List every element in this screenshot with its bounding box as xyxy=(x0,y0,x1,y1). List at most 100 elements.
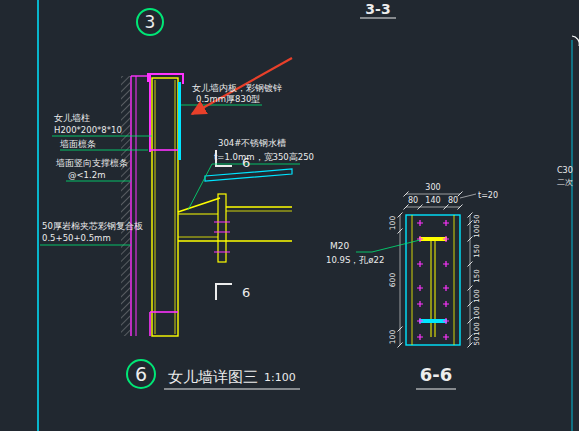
parapet-cap xyxy=(148,74,183,84)
parapet-column xyxy=(175,80,176,334)
bolt-mark xyxy=(417,318,423,324)
note-text: 304#不锈钢水槽 xyxy=(218,139,286,148)
leader-line xyxy=(40,245,131,246)
dimension-text: 150 xyxy=(474,269,481,282)
dimension-tick xyxy=(444,205,449,210)
note-text: 50厚岩棉夹芯彩钢复合板 xyxy=(42,222,143,231)
wall-hatch xyxy=(121,76,130,336)
leader-line xyxy=(66,181,131,182)
dimension-line xyxy=(470,215,471,345)
dimension-text: 100 xyxy=(389,216,397,230)
beam-flange xyxy=(419,319,447,323)
leader-line xyxy=(52,136,152,137)
dimension-text: 50 xyxy=(474,337,481,346)
dimension-tick xyxy=(458,205,463,210)
gutter xyxy=(178,214,218,215)
dimension-text: 600 xyxy=(389,273,397,287)
gutter xyxy=(178,198,220,212)
section-title: 3-3 xyxy=(365,2,390,16)
dimension-text: 300 xyxy=(425,184,440,192)
note-text: @<1.2m xyxy=(68,171,105,180)
section-number: 6 xyxy=(242,286,250,299)
frame-line xyxy=(572,40,573,431)
dimension-line xyxy=(406,194,460,195)
bolt xyxy=(214,232,230,233)
note-text: 墙面檩条 xyxy=(60,140,96,149)
dimension-line xyxy=(406,207,460,208)
bolt-mark xyxy=(443,318,449,324)
section-mark xyxy=(216,284,232,300)
plate-flange xyxy=(412,215,413,345)
dimension-text: 80 xyxy=(408,197,418,205)
bolt-mark xyxy=(417,236,423,242)
bolt-mark xyxy=(417,301,423,307)
title-underline xyxy=(360,18,396,19)
circle-outline xyxy=(137,9,163,35)
roof-beam xyxy=(178,237,218,238)
dimension-text: 50 xyxy=(474,215,481,224)
bolt-mark xyxy=(443,285,449,291)
pointer-arrow xyxy=(192,58,292,114)
dimension-tick xyxy=(418,205,423,210)
dimension-text: t=20 xyxy=(478,192,498,200)
circle-outline xyxy=(127,360,155,388)
bolt xyxy=(214,252,230,253)
dimension-text: 140 xyxy=(425,197,440,205)
bolt xyxy=(214,222,230,223)
note-text: 女儿墙内板，彩钢镀锌 xyxy=(192,84,282,93)
bolt-mark xyxy=(417,334,423,340)
leader-line xyxy=(188,164,300,210)
parapet-column xyxy=(152,78,178,336)
leader-line xyxy=(60,150,148,151)
arc-mark xyxy=(572,36,579,46)
wall-panel xyxy=(136,76,137,336)
dimension-text: 100 xyxy=(389,330,397,344)
dimension-text: 100 xyxy=(474,224,481,237)
drawing-title: 女儿墙详图三 xyxy=(168,370,258,385)
bolt-mark xyxy=(443,301,449,307)
plate-flange xyxy=(454,215,455,345)
inner-panel xyxy=(178,82,181,160)
wall-purlin xyxy=(149,312,151,336)
bolt-mark xyxy=(417,285,423,291)
note-text: 墙面竖向支撑檩条 xyxy=(56,159,128,168)
wall-panel xyxy=(130,76,131,336)
wall-purlin xyxy=(150,149,178,151)
leader-line xyxy=(181,105,262,106)
bolt-mark xyxy=(443,261,449,267)
leader-line xyxy=(460,194,476,198)
note-text: C30 xyxy=(557,167,573,175)
dimension-tick xyxy=(404,205,409,210)
bolt-group xyxy=(417,220,449,340)
note-text: 0.5mm厚830型 xyxy=(196,95,260,104)
roof-panel xyxy=(205,169,292,181)
title-underline xyxy=(416,389,456,390)
bolt-mark xyxy=(417,220,423,226)
wall-purlin xyxy=(149,74,151,152)
wall-purlin xyxy=(150,311,178,313)
title-underline xyxy=(164,389,300,390)
dimension-text: 100 xyxy=(474,322,481,335)
section-number: 6 xyxy=(242,156,250,169)
note-text: 女儿墙柱 xyxy=(54,114,90,123)
end-plate xyxy=(406,215,460,345)
bolt-mark xyxy=(443,334,449,340)
scale-text: 1:100 xyxy=(264,372,296,383)
parapet-column xyxy=(155,80,156,334)
note-text: 二次 xyxy=(557,179,573,187)
bolt-spec: 10.9S，孔ø22 xyxy=(326,256,384,265)
note-text: H200*200*8*10 xyxy=(54,126,122,135)
dimension-text: 100 xyxy=(474,289,481,302)
dimension-tick xyxy=(458,192,463,197)
dimension-text: 100 xyxy=(474,306,481,319)
roof-beam xyxy=(226,206,292,207)
callout-number: 3 xyxy=(145,14,156,31)
bolt-spec: M20 xyxy=(330,242,349,251)
bolt-mark xyxy=(443,220,449,226)
callout-number: 6 xyxy=(135,365,147,384)
dimension-text: 150 xyxy=(474,244,481,257)
dimension-text: 80 xyxy=(448,197,458,205)
dimension-line xyxy=(400,215,401,345)
beam-flange xyxy=(419,237,447,241)
dimension-ticks xyxy=(398,192,473,348)
